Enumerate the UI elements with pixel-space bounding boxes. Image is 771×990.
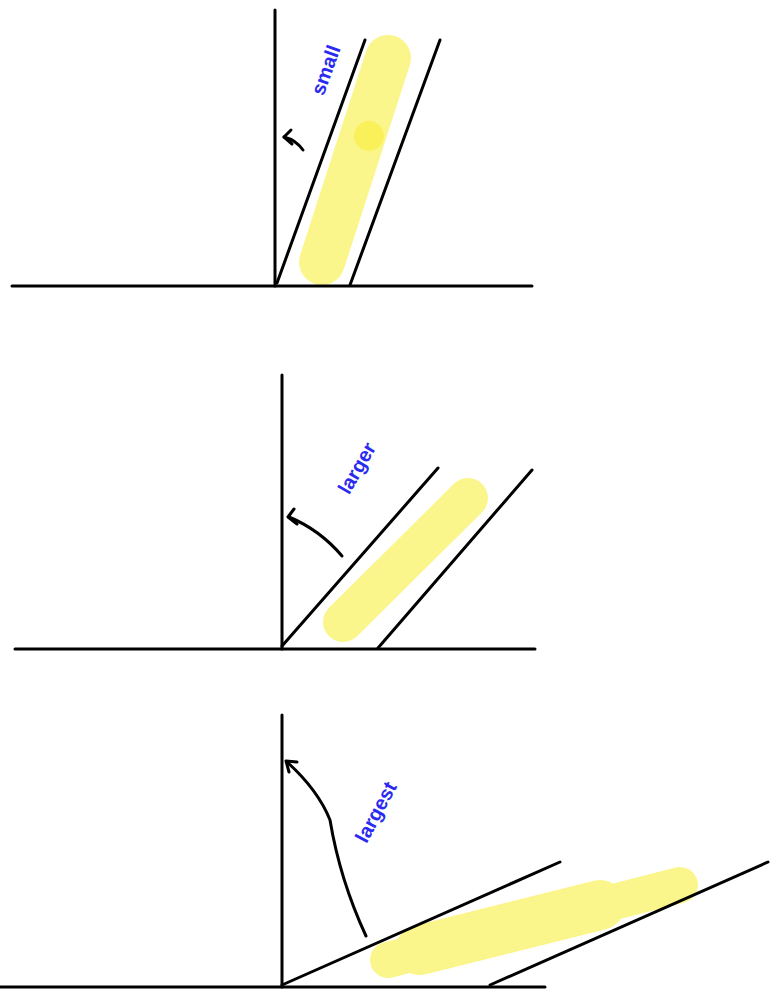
ground-line — [15, 648, 535, 651]
vertical-line — [281, 375, 284, 649]
band-edge — [490, 862, 768, 985]
band-edge — [277, 40, 365, 283]
angle-label: largest — [352, 778, 400, 845]
highlight-dot — [354, 121, 384, 151]
vertical-line — [274, 10, 277, 286]
angle-arrow — [287, 762, 366, 936]
angle-label: small — [308, 43, 344, 98]
highlight — [388, 885, 680, 960]
highlight — [343, 498, 468, 622]
band-edge — [378, 470, 532, 648]
arrow-head — [284, 130, 292, 144]
ground-line — [0, 986, 545, 989]
band-edge — [282, 468, 438, 646]
vertical-line — [281, 715, 284, 987]
angle-label: larger — [334, 439, 379, 497]
arrow-head — [286, 761, 297, 772]
band-edge — [282, 862, 560, 985]
highlight — [322, 58, 388, 262]
arrow-head — [288, 509, 297, 524]
band-edge — [350, 40, 440, 285]
ground-line — [12, 285, 532, 288]
